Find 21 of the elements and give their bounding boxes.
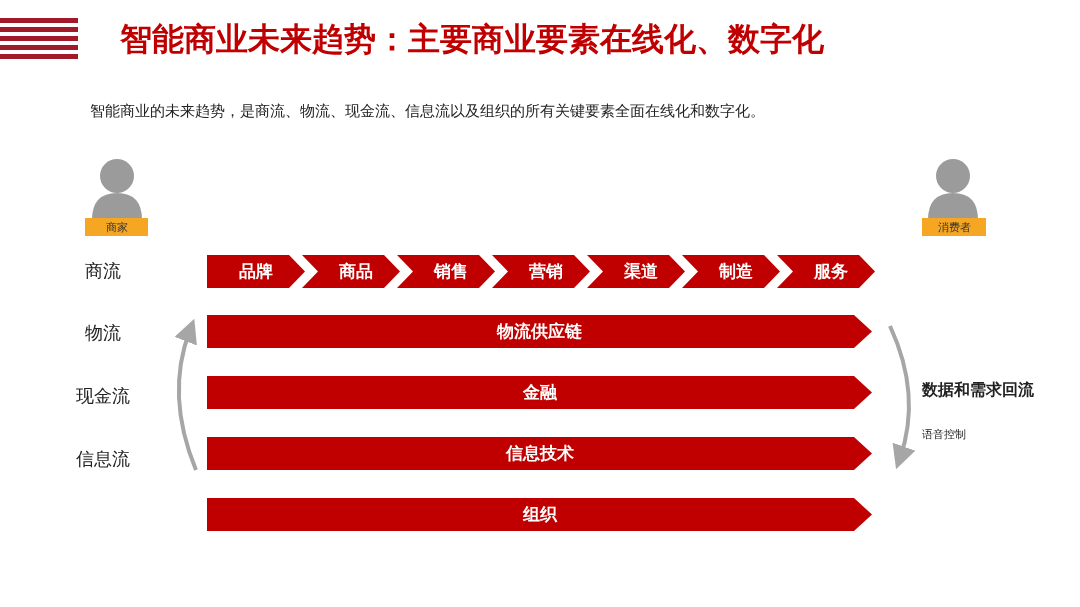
chevron-step: 服务 <box>777 255 875 288</box>
chevron-step: 销售 <box>397 255 495 288</box>
pointed-banner: 金融 <box>207 376 872 409</box>
pointed-banner: 物流供应链 <box>207 315 872 348</box>
side-label: 数据和需求回流 <box>922 380 1034 401</box>
row-label: 物流 <box>85 321 121 345</box>
pointed-banner: 信息技术 <box>207 437 872 470</box>
chevron-step: 制造 <box>682 255 780 288</box>
side-note: 语音控制 <box>922 427 966 442</box>
row-label: 现金流 <box>76 384 130 408</box>
chevron-step: 渠道 <box>587 255 685 288</box>
chevron-step: 品牌 <box>207 255 305 288</box>
row-label: 商流 <box>85 259 121 283</box>
title: 智能商业未来趋势：主要商业要素在线化、数字化 <box>120 19 824 60</box>
name-badge: 消费者 <box>922 218 986 236</box>
row-label: 信息流 <box>76 447 130 471</box>
subtitle-text: 智能商业的未来趋势，是商流、物流、现金流、信息流以及组织的所有关键要素全面在线化和数字化。 <box>90 102 765 121</box>
pointed-banner: 组织 <box>207 498 872 531</box>
name-badge: 商家 <box>85 218 148 236</box>
chevron-step: 商品 <box>302 255 400 288</box>
chevron-step: 营销 <box>492 255 590 288</box>
